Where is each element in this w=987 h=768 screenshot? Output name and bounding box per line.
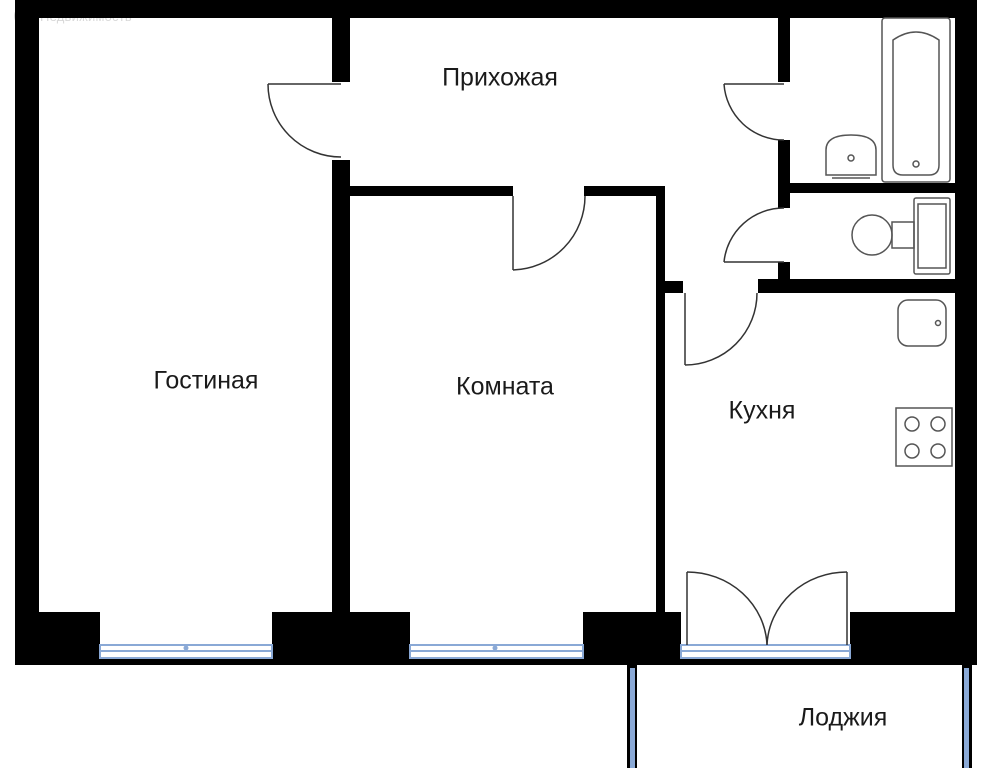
door-toilet [723,207,785,263]
wall-top [15,0,977,18]
loggia-glass-right [964,668,969,768]
room-label-hallway: Прихожая [442,63,558,92]
wall-bath-left-b [778,140,790,208]
wall-toilet-left [778,262,790,284]
room-label-kitchen: Кухня [728,396,796,425]
doors [267,83,848,646]
window-living-handle [183,645,189,651]
stove-icon [895,407,953,467]
wall-hall-room-a [350,186,513,196]
wall-toilet-kitchen [758,279,955,293]
room-label-living-room: Гостиная [153,366,259,395]
door-room [512,195,586,271]
wall-bottom-seg-4 [850,612,977,665]
sill-1 [100,658,272,665]
window-room-handle [492,645,498,651]
wall-hall-room-b [584,186,664,196]
room-label-room: Комната [456,372,554,401]
fixtures [825,17,953,467]
door-kitchen [684,292,758,366]
door-bathroom [723,83,785,141]
wall-living-hall [332,18,350,82]
wall-living-room [332,160,350,615]
wall-bath-left-a [778,18,790,82]
loggia-glass-left [630,668,635,768]
room-label-loggia: Лоджия [798,703,888,732]
wall-bottom-seg-3 [583,612,681,665]
toilet-icon [851,197,951,275]
door-balcony [686,571,848,646]
wall-room-kitchen [656,186,665,616]
windows [99,644,969,768]
sill-3 [681,658,850,665]
bathtub-icon [881,17,951,183]
wall-right [955,0,977,665]
wall-bottom-seg-1 [15,612,100,665]
sill-2 [410,658,583,665]
walls [15,0,977,768]
wall-left [15,0,39,665]
wall-bath-toilet [790,183,955,193]
wall-kitchen-top-left [665,281,683,293]
sink-icon [825,134,877,179]
kitchen-sink-icon [897,299,947,347]
door-living [267,83,342,158]
wall-bottom-seg-2 [272,612,410,665]
